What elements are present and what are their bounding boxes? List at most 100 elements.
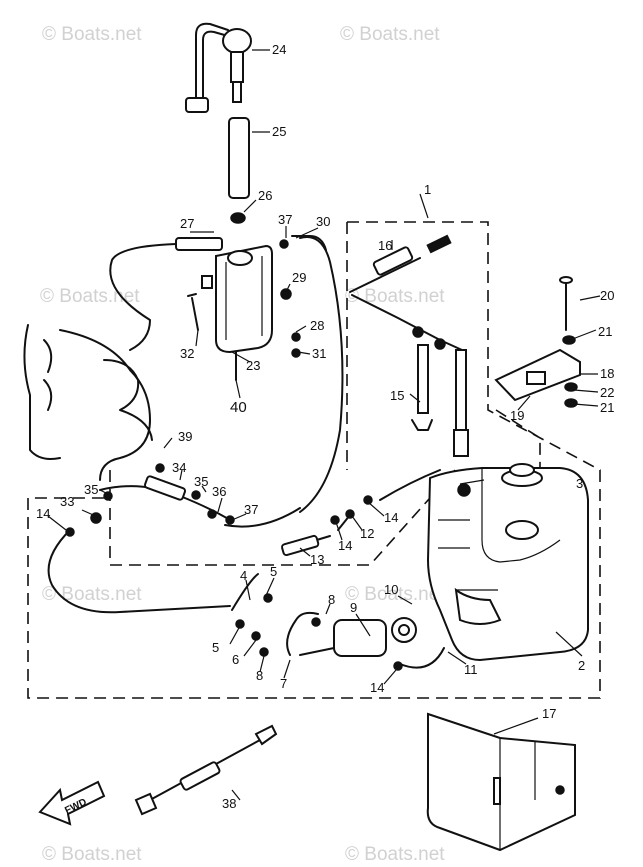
hose-37-lower [224, 507, 301, 528]
clip-29 [280, 288, 292, 300]
callout-25: 25 [272, 124, 286, 139]
main-tank-body [426, 467, 589, 662]
sender-assembly-part [349, 234, 469, 457]
callout-31: 32 [180, 346, 194, 361]
callout-24: 24 [272, 42, 286, 57]
callout-4: 4 [240, 568, 247, 583]
callout-5-upper: 5 [270, 564, 277, 579]
callout-14-bottom: 14 [370, 680, 384, 695]
callout-38: 38 [222, 796, 236, 811]
tank-cap-part [501, 463, 543, 487]
hose-27-sleeve [175, 237, 223, 251]
watermark-1: © Boats.net [42, 24, 142, 45]
callout-23: 23 [246, 358, 260, 373]
oil-tank-part [215, 244, 273, 381]
hose-27 [109, 243, 223, 351]
connector-16 [426, 234, 452, 254]
fuel-pump-body [333, 619, 387, 657]
filler-hose-end [185, 97, 209, 113]
leader-lines [47, 49, 601, 801]
callout-14-right: 14 [384, 510, 398, 525]
callout-3: 3 [576, 476, 583, 491]
callout-21-lower: 21 [600, 400, 614, 415]
screw-28 [291, 332, 301, 342]
engine-outline-4 [43, 339, 53, 411]
fitting-14-bottom [393, 661, 403, 671]
base-plate-slot [493, 777, 501, 805]
watermark-group: © Boats.net © Boats.net © Boats.net © Bo… [40, 24, 445, 865]
sensor-tip-15 [411, 419, 433, 431]
callout-36: 36 [212, 484, 226, 499]
oil-tank-neck [227, 250, 253, 266]
joint-15a [412, 326, 424, 338]
callout-34: 34 [172, 460, 186, 475]
sensor-body-15b [453, 429, 469, 457]
callout-35-right: 35 [194, 474, 208, 489]
callout-40: 40 [230, 399, 247, 416]
callout-22: 22 [600, 385, 614, 400]
fitting-39 [155, 463, 165, 473]
main-tank-neck [505, 520, 539, 540]
main-tank-ribs [438, 519, 498, 591]
o-ring-part [230, 212, 246, 224]
callout-28: 28 [310, 318, 324, 333]
callout-39: 39 [178, 429, 192, 444]
bolt-20-head [559, 276, 573, 284]
watermark-5: © Boats.net [42, 584, 142, 605]
callout-37-upper: 37 [278, 212, 292, 227]
watermark-8: © Boats.net [345, 844, 445, 865]
tube-part [228, 117, 250, 199]
callout-37-lower: 37 [244, 502, 258, 517]
grommet-tank [457, 483, 471, 497]
callout-19: 19 [510, 408, 524, 423]
callout-11: 11 [464, 662, 478, 677]
assembly-outline [27, 221, 601, 699]
rod-16 [349, 257, 421, 293]
callout-7: 7 [280, 676, 287, 691]
leaders [47, 49, 601, 801]
fitting-37-lower [225, 515, 235, 525]
callout-13: 13 [310, 552, 324, 567]
bracket-31-clip [201, 275, 213, 289]
main-tank-ridge [481, 468, 561, 563]
fitting-14-mid [330, 515, 340, 525]
callout-29: 29 [292, 270, 306, 285]
callout-21-upper: 21 [598, 324, 612, 339]
sleeve-16 [372, 246, 414, 276]
fuel-pump-inlet [299, 647, 335, 656]
callout-12: 12 [360, 526, 374, 541]
filler-cap-part [185, 22, 252, 113]
fitting-35-right [191, 490, 201, 500]
filter-10-center [398, 624, 410, 636]
main-tank-pocket [454, 587, 502, 625]
engine-outline-2 [59, 329, 151, 481]
callout-6: 6 [232, 652, 239, 667]
watermark-6: © Boats.net [345, 584, 445, 605]
callout-20: 20 [600, 288, 614, 303]
hose-group-outline [109, 469, 456, 566]
callouts: 24 25 26 27 37 30 1 16 29 28 31 32 23 40… [36, 42, 614, 811]
filler-hose [195, 22, 229, 106]
group-outlines [27, 221, 601, 699]
bracket-19 [526, 371, 546, 385]
callout-1: 1 [424, 182, 431, 197]
filler-cap [222, 28, 252, 54]
callout-8-lower: 8 [256, 668, 263, 683]
primer-hose-38 [134, 724, 278, 816]
callout-17: 17 [542, 706, 556, 721]
clip-37-upper [279, 239, 289, 249]
hose-32 [299, 236, 344, 513]
oil-tank-ribs [225, 256, 263, 340]
oil-tank-body [215, 244, 273, 354]
mount-bracket-part [494, 276, 581, 408]
filler-nozzle [232, 81, 242, 103]
callout-2: 2 [578, 658, 585, 673]
callout-35-left: 35 [84, 482, 98, 497]
fwd-arrow-shape [38, 780, 106, 826]
hose-38-connector [254, 724, 278, 746]
filler-neck [230, 51, 244, 83]
base-plate [426, 712, 576, 852]
fitting-36 [207, 509, 217, 519]
callout-27: 27 [180, 216, 194, 231]
tank-cap-knob [509, 463, 535, 477]
